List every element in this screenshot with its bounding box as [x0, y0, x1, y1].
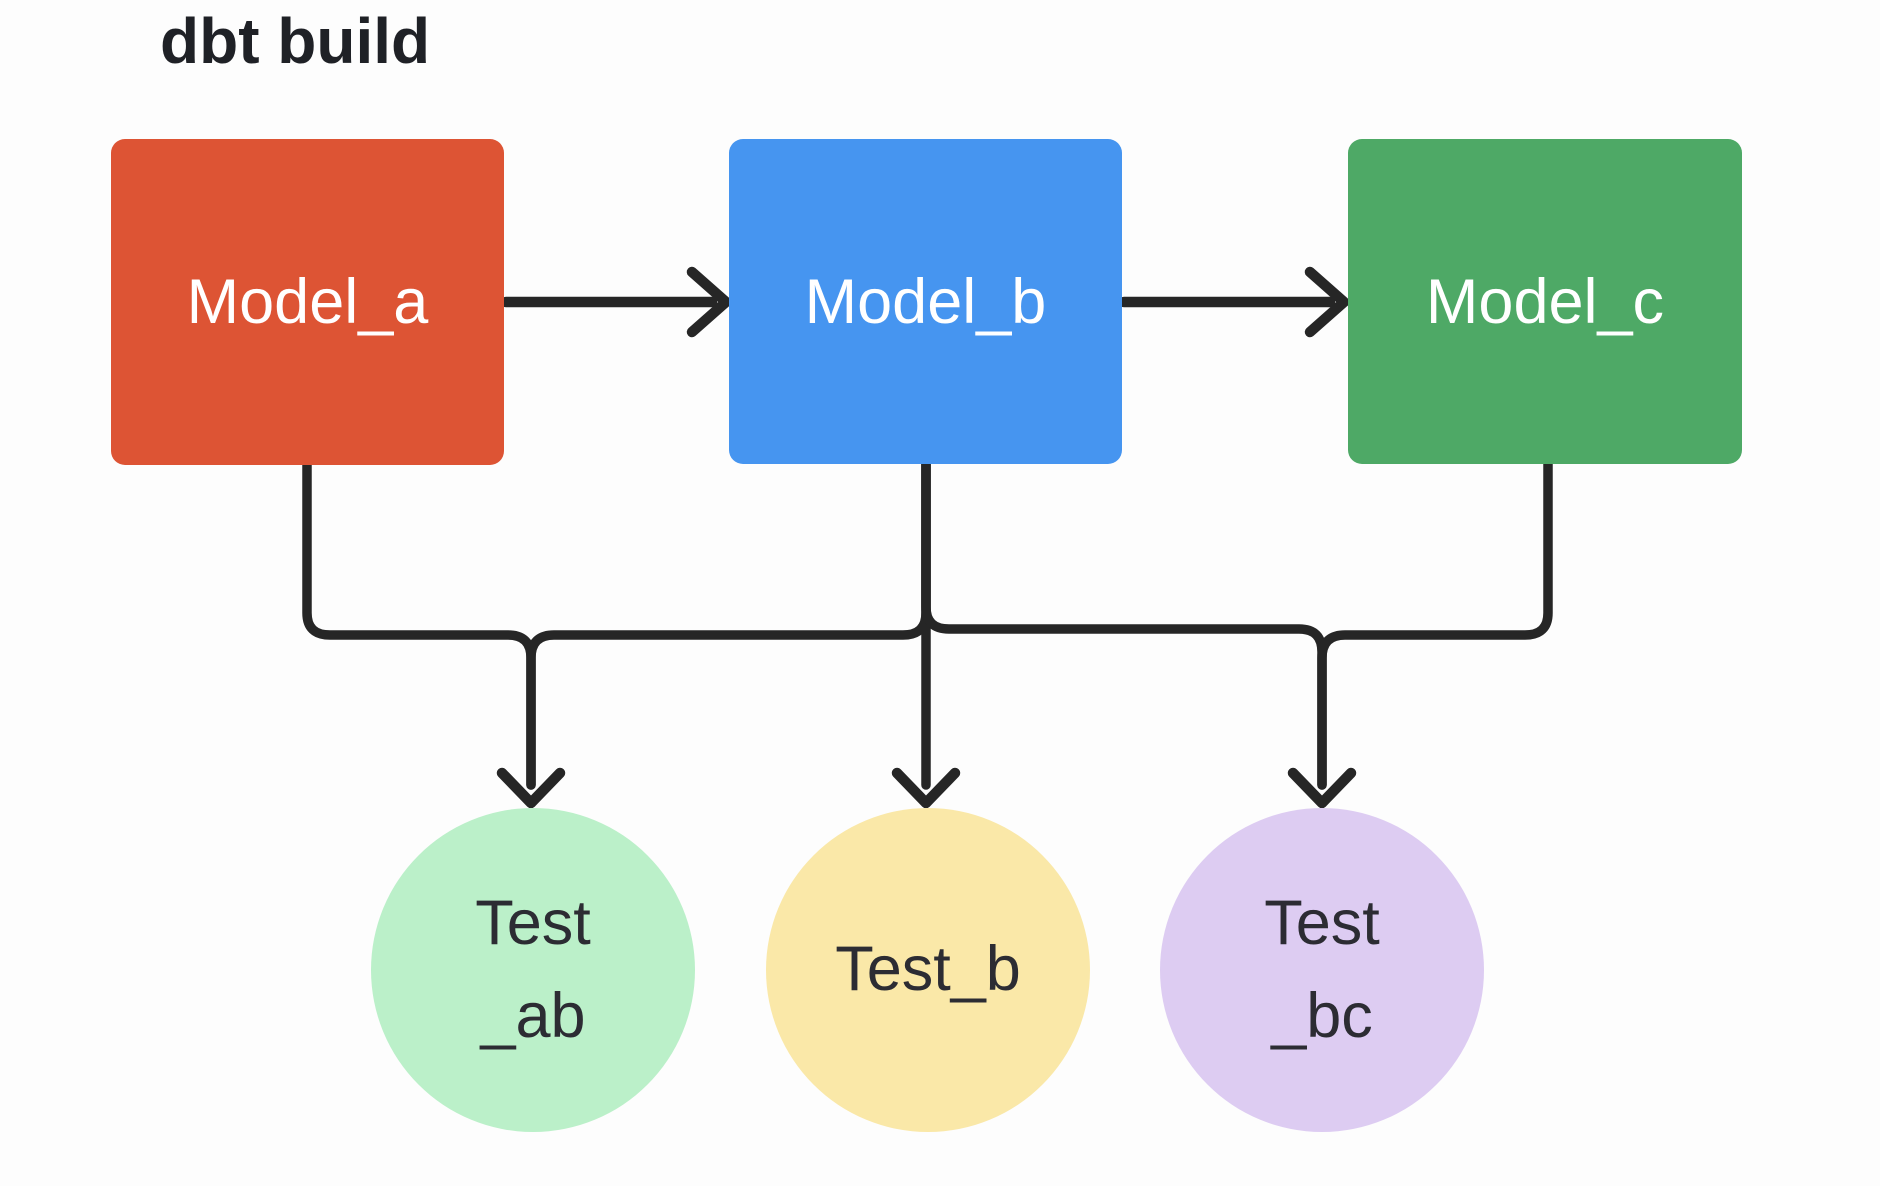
node-test-b-label: Test_b: [835, 934, 1021, 1005]
node-model-a-label: Model_a: [186, 267, 429, 337]
node-test-bc: Test _bc: [1160, 808, 1484, 1132]
arrowhead-test-b-icon: [891, 767, 961, 809]
node-test-ab-label-line2: _ab: [480, 981, 586, 1051]
node-model-b-label: Model_b: [804, 266, 1047, 337]
arrowhead-model-a-to-model-b-icon: [686, 266, 732, 338]
node-model-a: Model_a: [111, 139, 504, 465]
edge-model-b-to-test-ab: [526, 459, 931, 790]
node-model-c: Model_c: [1348, 139, 1742, 464]
node-test-b: Test_b: [766, 808, 1090, 1132]
arrowhead-model-b-to-model-c-icon: [1304, 266, 1350, 338]
node-test-bc-label-line1: Test: [1264, 887, 1380, 958]
node-model-b: Model_b: [729, 139, 1122, 464]
node-model-c-label: Model_c: [1425, 266, 1665, 337]
edge-model-a-to-test-ab: [302, 460, 536, 790]
node-test-ab-label-line1: Test: [475, 887, 591, 958]
arrowhead-test-ab-icon: [496, 767, 566, 809]
edge-model-b-to-test-bc: [921, 459, 1327, 790]
node-test-bc-label-line2: _bc: [1271, 981, 1373, 1051]
node-test-ab: Test _ab: [371, 808, 695, 1132]
edge-model-c-to-test-bc: [1317, 459, 1553, 790]
diagram-title: dbt build: [160, 5, 431, 77]
arrowhead-test-bc-icon: [1287, 767, 1357, 809]
